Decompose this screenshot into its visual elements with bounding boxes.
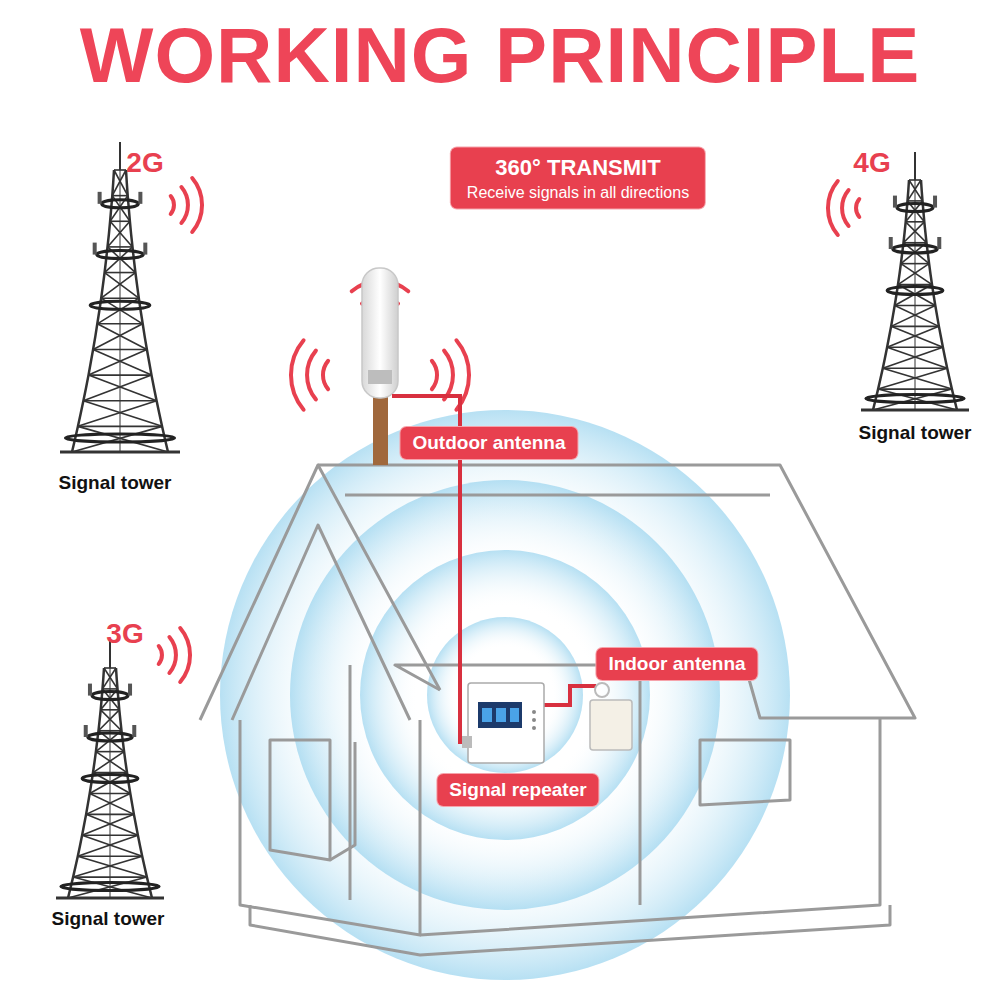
wave-arc: [842, 190, 849, 226]
tower-lattice: [56, 640, 164, 898]
tower-label: Signal tower: [59, 472, 172, 494]
network-label: 4G: [853, 147, 890, 179]
part-label: Outdoor antenna: [400, 427, 577, 459]
outdoor-antenna: [362, 268, 398, 465]
wave-arc: [171, 196, 174, 214]
part-label: Indoor antenna: [596, 648, 757, 680]
house-outline: [200, 465, 915, 955]
wave-arc: [307, 351, 316, 400]
network-label: 2G: [126, 147, 163, 179]
part-label: Signal repeater: [437, 774, 598, 806]
tower-lattice: [60, 142, 180, 452]
wave-arc: [432, 361, 437, 389]
feature-badge: 360° TRANSMIT Receive signals in all dire…: [451, 148, 705, 209]
label-text: Outdoor antenna: [412, 432, 565, 454]
wave-arc: [291, 340, 304, 409]
badge-subtitle: Receive signals in all directions: [467, 184, 689, 202]
wave-arc: [159, 646, 162, 664]
title: WORKING PRINCIPLE: [80, 10, 920, 101]
wave-arc: [169, 637, 176, 673]
tower-label: Signal tower: [52, 908, 165, 930]
signal-towers: [56, 142, 969, 898]
wave-arc: [180, 628, 190, 682]
tower-label: Signal tower: [859, 422, 972, 444]
wave-arc: [828, 181, 838, 235]
wave-arc: [323, 361, 328, 389]
tower-lattice: [861, 152, 969, 410]
label-text: Indoor antenna: [608, 653, 745, 675]
label-text: 360° TRANSMIT: [467, 155, 689, 181]
signal-waves: [159, 178, 860, 682]
wave-arc: [444, 351, 453, 400]
indoor-antenna: [590, 683, 632, 750]
network-label: 3G: [106, 618, 143, 650]
label-text: Signal repeater: [449, 779, 586, 801]
wave-arc: [181, 187, 188, 223]
wave-arc: [856, 199, 859, 217]
wave-arc: [192, 178, 202, 232]
signal-repeater: [462, 683, 544, 763]
